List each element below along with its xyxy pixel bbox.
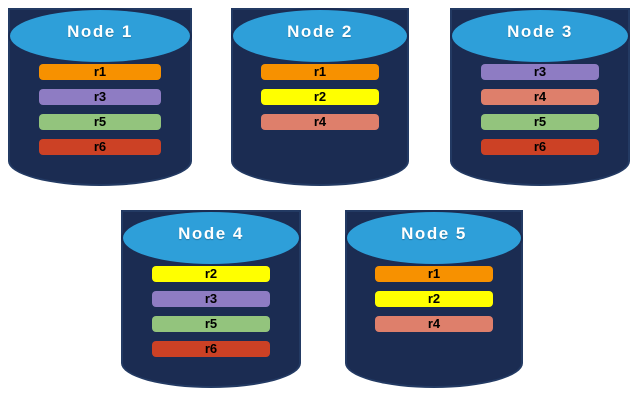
- node-1-record-r3[interactable]: r3: [39, 89, 161, 105]
- node-3-record-r3[interactable]: r3: [480, 64, 600, 80]
- node-4-record-r3[interactable]: r3: [151, 291, 271, 307]
- node-2-record-r1[interactable]: r1: [261, 64, 379, 80]
- node-2-record-list: r1 r2 r4: [231, 64, 409, 139]
- node-2-top-cap: [231, 8, 409, 64]
- node-5-record-r2[interactable]: r2: [375, 291, 493, 307]
- node-5-record-r1[interactable]: r1: [375, 266, 493, 282]
- node-1-record-r1[interactable]: r1: [39, 64, 161, 80]
- node-5-record-r4[interactable]: r4: [375, 316, 493, 332]
- node-4-record-r6[interactable]: r6: [151, 341, 271, 357]
- node-4-record-r5[interactable]: r5: [151, 316, 271, 332]
- node-1-record-r6[interactable]: r6: [39, 139, 161, 155]
- node-5-top-cap: [345, 210, 523, 266]
- node-3-top-cap: [450, 8, 630, 64]
- node-3-record-r4[interactable]: r4: [480, 89, 600, 105]
- node-3-record-r5[interactable]: r5: [480, 114, 600, 130]
- node-4-top-cap: [121, 210, 301, 266]
- node-3-record-list: r3 r4 r5 r6: [450, 64, 630, 164]
- node-1-record-list: r1 r3 r5 r6: [8, 64, 192, 164]
- node-1-top-cap: [8, 8, 192, 64]
- node-2-record-r2[interactable]: r2: [261, 89, 379, 105]
- node-5-record-list: r1 r2 r4: [345, 266, 523, 341]
- node-4-record-list: r2 r3 r5 r6: [121, 266, 301, 366]
- node-4-record-r2[interactable]: r2: [151, 266, 271, 282]
- node-2-record-r4[interactable]: r4: [261, 114, 379, 130]
- node-3-record-r6[interactable]: r6: [480, 139, 600, 155]
- node-1-record-r5[interactable]: r5: [39, 114, 161, 130]
